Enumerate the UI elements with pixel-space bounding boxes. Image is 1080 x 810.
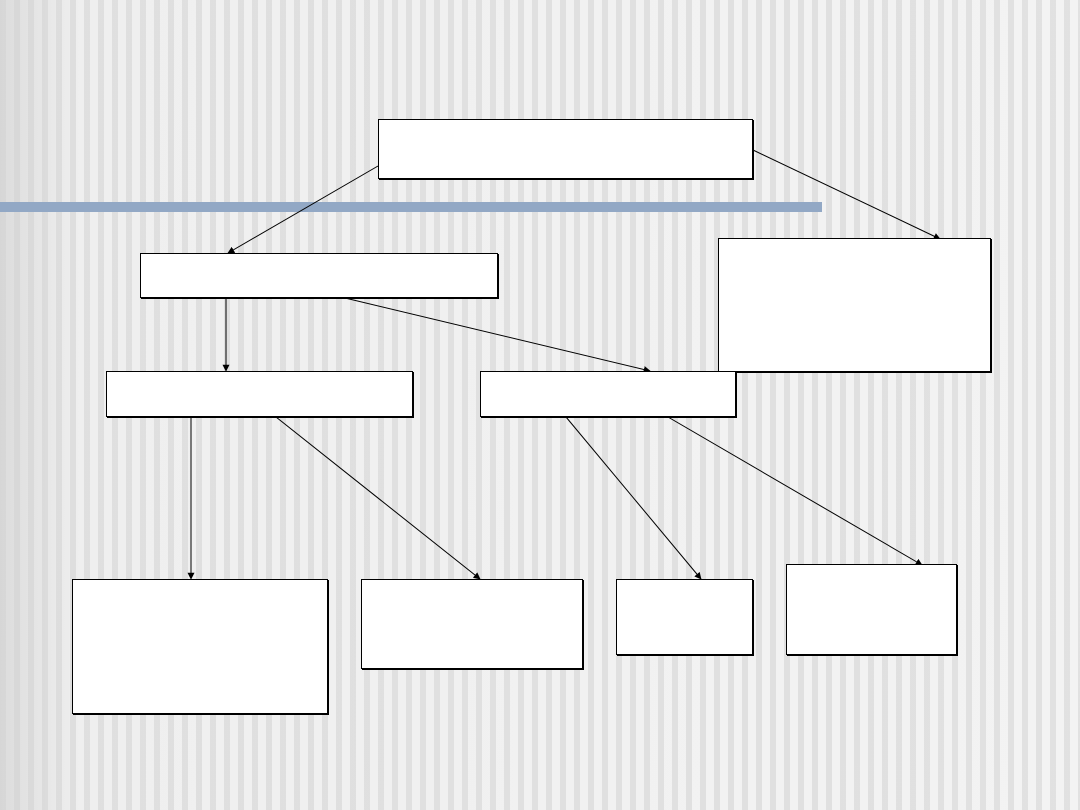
edge-root-to-left-branch [227,165,379,254]
edge-mid-right-to-leaf-4 [667,416,923,566]
mid-left-node [106,371,413,417]
root-node [378,119,753,179]
leaf-4-node [786,564,957,655]
right-leaf-node [718,238,991,372]
edge-left-branch-to-mid-right [344,297,651,373]
leaf-3-node [616,579,753,655]
leaf-1-node [72,579,328,714]
title-accent-bar [0,202,822,212]
edge-mid-left-to-leaf-2 [275,416,481,580]
left-branch-node [140,253,498,298]
leaf-2-node [361,579,583,669]
mid-right-node [480,371,736,417]
edge-mid-right-to-leaf-3 [565,416,702,580]
edge-root-to-right-leaf [752,149,941,240]
